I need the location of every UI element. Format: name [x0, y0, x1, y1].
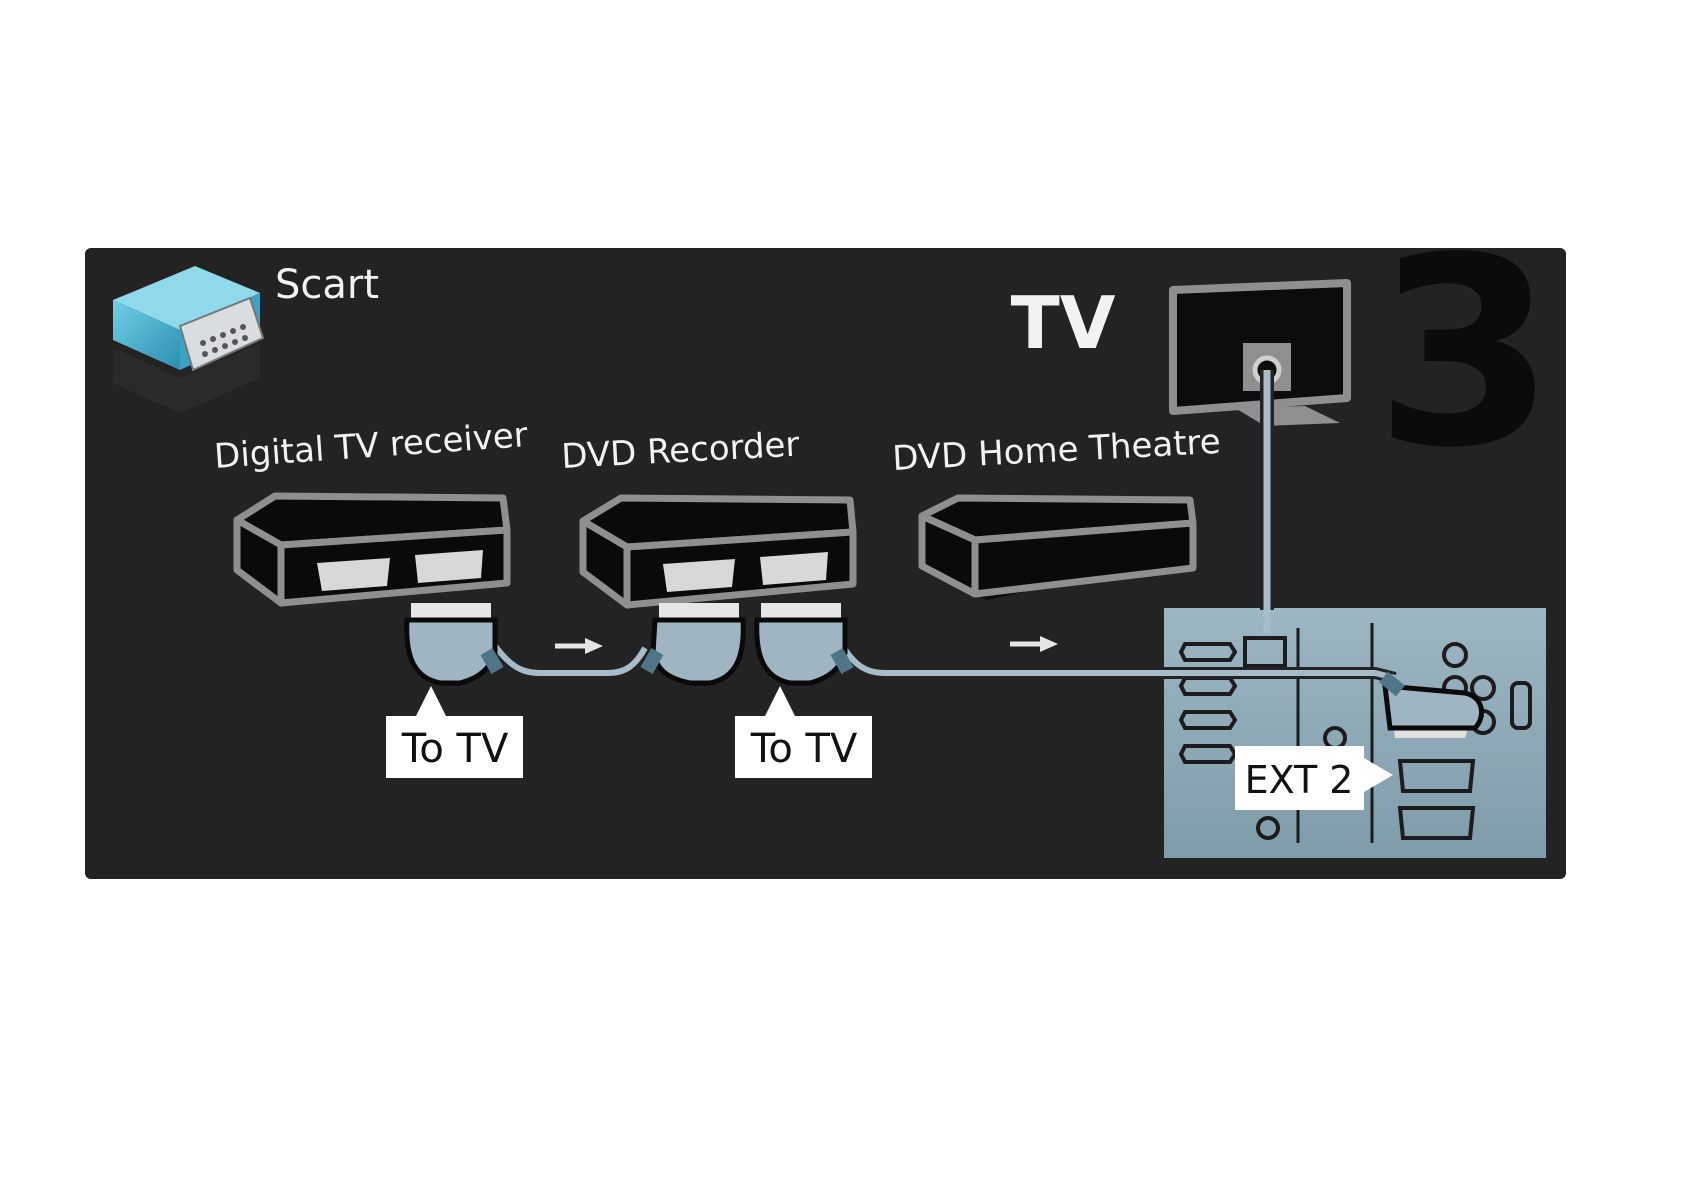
scart-plug-icon — [113, 266, 263, 413]
scart-connector-receiver — [407, 603, 504, 683]
to-tv-callout-2: To TV — [735, 686, 872, 778]
scart-connector-recorder-in — [640, 603, 743, 683]
digital-tv-receiver-icon — [237, 496, 510, 603]
scart-connector-recorder-out — [757, 603, 854, 683]
device-label-3: DVD Home Theatre — [891, 422, 1221, 479]
device-label-2: DVD Recorder — [560, 425, 800, 477]
to-tv-label-1: To TV — [401, 726, 509, 772]
dvd-home-theatre-icon — [922, 498, 1195, 600]
cable-type-label: Scart — [275, 262, 379, 308]
diagram-canvas: 3 Scart TV Digital TV receiver DVD Recor… — [85, 248, 1566, 879]
device-label-1: Digital TV receiver — [213, 415, 529, 477]
signal-arrow-icon — [1010, 636, 1058, 652]
connection-diagram-panel: 3 Scart TV Digital TV receiver DVD Recor… — [85, 248, 1566, 879]
signal-arrow-icon — [555, 638, 603, 654]
to-tv-callout-1: To TV — [386, 686, 523, 778]
dvd-recorder-icon — [583, 498, 855, 605]
tv-label: TV — [1011, 281, 1116, 365]
tv-back-panel — [1164, 608, 1546, 858]
ext2-label: EXT 2 — [1245, 758, 1354, 802]
step-number: 3 — [1375, 248, 1556, 505]
to-tv-label-2: To TV — [750, 726, 858, 772]
